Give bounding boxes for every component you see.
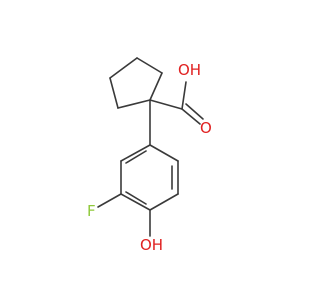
bond-ring-2 — [136, 57, 163, 74]
bond-ar-3 — [149, 193, 179, 211]
bond-c-o-double-2 — [185, 103, 204, 120]
carboxyl-group — [149, 81, 204, 125]
bond-ring-1 — [149, 72, 163, 101]
bond-ar-1 — [149, 144, 179, 162]
fluorine-label: F — [87, 202, 96, 220]
bond-ar-inner-2 — [125, 191, 147, 205]
bond-c-oh — [181, 81, 187, 110]
bond-ring-3 — [109, 57, 138, 79]
benzene-ring — [120, 144, 179, 211]
bond-ar-4 — [120, 193, 151, 211]
bond-c-o-double-1 — [181, 108, 201, 125]
oh-phenol-label: OH — [140, 236, 163, 254]
bond-ar-6 — [120, 144, 151, 162]
structure-canvas: OH O F OH — [87, 57, 212, 254]
o-carbonyl-label: O — [200, 119, 212, 137]
bond-ring-5 — [117, 99, 151, 109]
bond-ring-4 — [109, 77, 119, 109]
cyclopentane-ring — [109, 57, 163, 109]
bond-c-carboxyl — [149, 99, 183, 110]
bond-ar-inner-3 — [125, 150, 147, 164]
molecule-structure: OH O F OH — [87, 57, 212, 254]
bond-c-f — [97, 193, 122, 208]
oh-acid-label: OH — [178, 61, 201, 79]
